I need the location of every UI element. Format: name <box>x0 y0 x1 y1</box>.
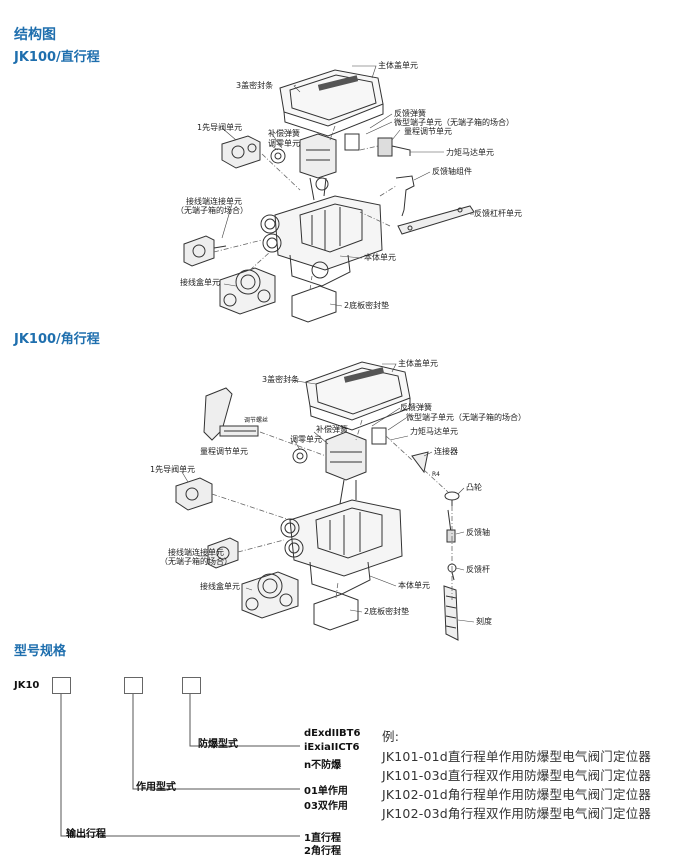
d1-callout-main-cover: 主体盖单元 <box>378 61 418 70</box>
d1-callout-feedback-lever: 反馈杠杆单元 <box>474 209 522 218</box>
example-2: JK101-03d直行程双作用防爆型电气阀门定位器 <box>382 768 652 783</box>
explosion-label: 防爆型式 <box>198 739 238 750</box>
example-title: 例: <box>382 729 400 744</box>
explosion-option-3: n不防爆 <box>304 760 342 771</box>
d2-callout-wiring-terminal-note: （无端子箱的场合） <box>160 557 232 566</box>
diagram1-main-cover <box>279 69 384 137</box>
diagram2-terminal-unit <box>207 537 239 569</box>
d2-callout-base-gasket: 2底板密封垫 <box>364 607 410 616</box>
diagram2-zero-adjust <box>292 448 308 464</box>
explosion-option-2: iExiaIICT6 <box>304 742 360 753</box>
stroke-label: 输出行程 <box>66 829 106 840</box>
code-box-explosion <box>182 677 201 694</box>
diagram2-pilot-valve <box>175 477 213 511</box>
d1-callout-zero-adjust: 调零单元 <box>268 139 300 148</box>
stroke-option-2: 2角行程 <box>304 846 341 857</box>
diagram2-junction-box <box>241 571 299 619</box>
d1-callout-torque-motor: 力矩马达单元 <box>446 148 494 157</box>
page-title: 结构图 <box>14 27 56 43</box>
diagram2-body <box>280 499 403 595</box>
diagram2-connector <box>411 451 429 474</box>
d2-callout-comp-spring: 补偿弹簧 <box>316 425 348 434</box>
diagram1-zero-adjust <box>270 148 286 164</box>
d2-callout-junction-box: 接线盒单元 <box>200 582 240 591</box>
example-1: JK101-01d直行程单作用防爆型电气阀门定位器 <box>382 749 652 764</box>
action-option-2: 03双作用 <box>304 801 348 812</box>
d1-callout-feedback-shaft: 反馈轴组件 <box>432 167 472 176</box>
model-prefix: JK10 <box>14 680 40 691</box>
d2-callout-r4: R4 <box>432 471 440 478</box>
action-option-1: 01单作用 <box>304 786 348 797</box>
d1-callout-junction-box: 接线盒单元 <box>180 278 220 287</box>
d2-callout-torque-motor: 力矩马达单元 <box>410 427 458 436</box>
diagram1-terminal-unit <box>183 235 227 267</box>
d2-callout-feedback-spring: 反馈弹簧 <box>400 403 432 412</box>
d1-callout-cover-seal: 3盖密封条 <box>236 81 274 90</box>
stroke-option-1: 1直行程 <box>304 833 341 844</box>
diagram1-body <box>260 195 383 287</box>
d1-callout-wiring-terminal: 接线端连接单元 <box>186 197 242 206</box>
section-title-angular: JK100/角行程 <box>14 332 100 347</box>
section-title-model-spec: 型号规格 <box>14 644 67 659</box>
diagram1-junction-box <box>219 267 276 315</box>
d1-callout-base-gasket: 2底板密封垫 <box>344 301 390 310</box>
code-box-stroke <box>52 677 71 694</box>
diagram1-feedback-lever <box>397 205 475 235</box>
explosion-option-1: dExdIIBT6 <box>304 728 361 739</box>
d1-callout-comp-spring: 补偿弹簧 <box>268 129 300 138</box>
d1-callout-feedback-spring: 反馈弹簧 <box>394 109 426 118</box>
diagram1-internal-parts <box>299 133 411 201</box>
code-box-action <box>124 677 143 694</box>
d2-callout-connector: 连接器 <box>434 447 458 456</box>
d1-callout-micro-terminal: 微型端子单元（无端子箱的场合） <box>394 118 514 127</box>
d2-callout-micro-terminal: 微型端子单元（无端子箱的场合） <box>406 413 526 422</box>
d2-callout-feedback-shaft: 反馈轴 <box>466 528 490 537</box>
action-label: 作用型式 <box>136 782 176 793</box>
d1-callout-wiring-terminal-note: （无端子箱的场合） <box>176 206 248 215</box>
diagram1-feedback-shaft <box>395 175 415 217</box>
d2-callout-feedback-rod: 反馈杆 <box>466 565 490 574</box>
d2-callout-cam: 凸轮 <box>466 483 482 492</box>
d2-callout-body-unit: 本体单元 <box>398 581 430 590</box>
example-3: JK102-01d角行程单作用防爆型电气阀门定位器 <box>382 787 652 802</box>
d2-callout-wiring-terminal: 接线端连接单元 <box>168 548 224 557</box>
diagram2-base-gasket <box>313 593 359 631</box>
d2-callout-pilot-valve: 1先导阀单元 <box>150 465 196 474</box>
d2-callout-cover-seal: 3盖密封条 <box>262 375 300 384</box>
diagram2-feedback-shaft <box>446 509 456 543</box>
diagram2-main-cover <box>305 361 411 431</box>
d2-callout-scale: 刻度 <box>476 617 492 626</box>
diagram1-base-gasket <box>291 285 337 323</box>
diagram1-pilot-valve <box>221 135 261 169</box>
d1-callout-range-adjust: 量程调节单元 <box>404 127 452 136</box>
d1-callout-pilot-valve: 1先导阀单元 <box>197 123 243 132</box>
d2-callout-zero-adjust: 调零单元 <box>290 435 322 444</box>
d2-callout-adjust-screw: 调节螺丝 <box>244 417 269 424</box>
d2-callout-range-adjust: 量程调节单元 <box>200 447 248 456</box>
diagram2-cam <box>444 491 460 506</box>
section-title-linear: JK100/直行程 <box>14 50 100 65</box>
diagram2-range-adjust <box>203 387 259 441</box>
d1-callout-body-unit: 本体单元 <box>364 253 396 262</box>
example-4: JK102-03d角行程双作用防爆型电气阀门定位器 <box>382 806 652 821</box>
d2-callout-main-cover: 主体盖单元 <box>398 359 438 368</box>
